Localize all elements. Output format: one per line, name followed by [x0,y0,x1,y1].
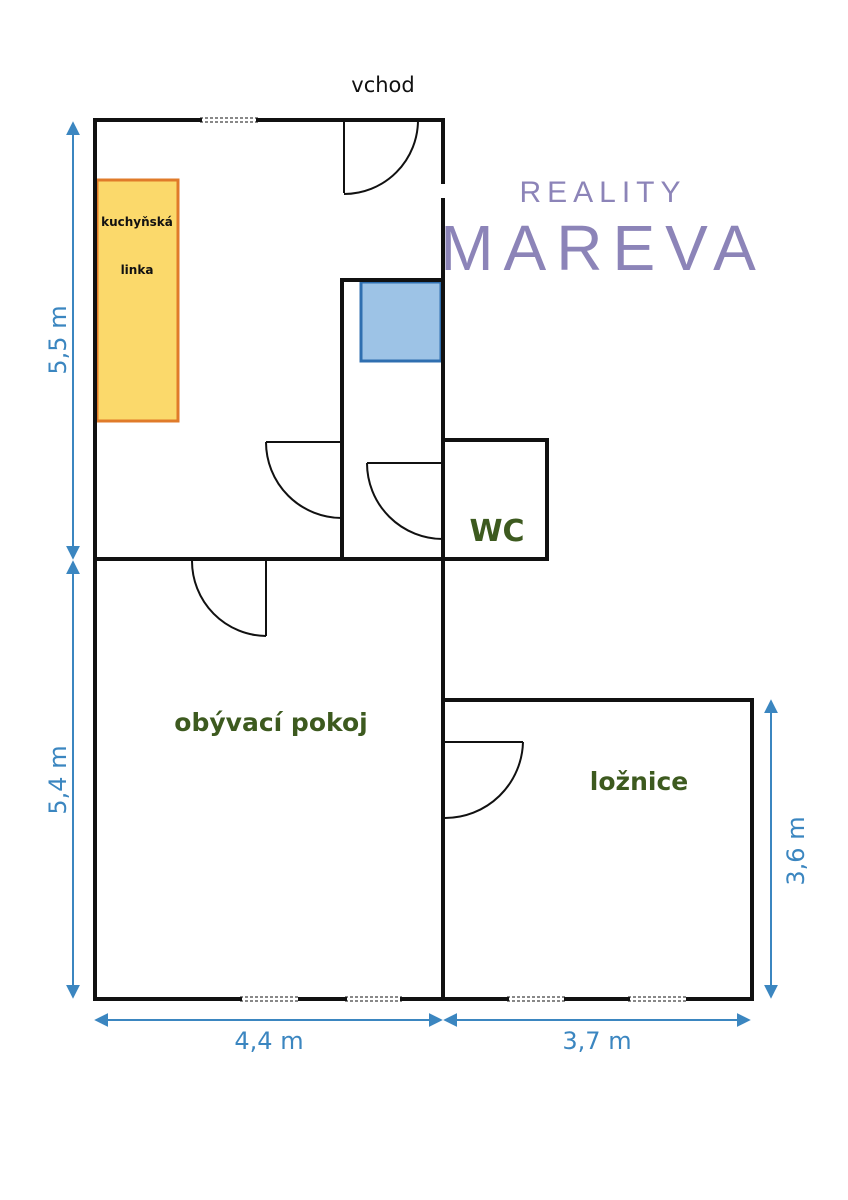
kitchen-unit-label: kuchyňská [101,215,173,229]
dim-bedroom-height: 3,6 m [782,816,810,885]
dim-width-left: 4,4 m [234,1027,303,1055]
door-wc [366,462,444,540]
logo: REALITY MAREVA [440,176,766,284]
room-wc-label: WC [469,514,524,549]
entrance-label: vchod [351,73,414,97]
door-kitchen-bathroom [265,441,343,519]
door-entrance [343,119,419,195]
windows [200,117,688,1002]
logo-line1: REALITY [519,176,686,209]
walls [93,118,754,1001]
dim-top-height: 5,5 m [44,305,72,374]
room-living-label: obývací pokoj [174,708,367,737]
kitchen-unit-label-2: linka [121,263,154,277]
dim-bottom-height: 5,4 m [44,745,72,814]
door-bedroom [444,741,524,819]
room-bedroom-label: ložnice [590,767,688,796]
shower-tray [359,280,443,363]
door-living-room [191,560,267,637]
dimension-lines [66,121,778,1027]
logo-line2: MAREVA [440,212,766,284]
dim-width-right: 3,7 m [562,1027,631,1055]
